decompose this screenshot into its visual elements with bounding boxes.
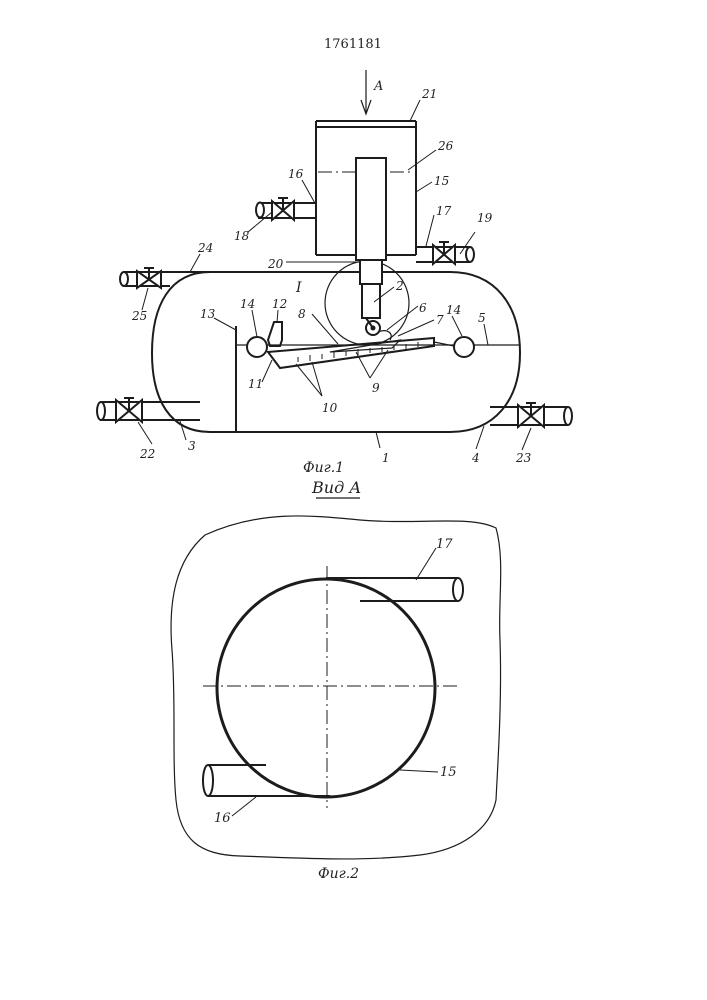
fig2-caption: Фиг.2: [318, 866, 359, 882]
leader-16: [232, 797, 256, 816]
label-23: 23: [515, 451, 532, 465]
label-18: 18: [234, 229, 250, 243]
label-12: 12: [272, 297, 287, 311]
pipe-3: [97, 398, 200, 422]
label-22: 22: [139, 447, 155, 461]
label-14-right: 14: [446, 303, 461, 317]
fig2-drawing: 17 15 16 Фиг.2: [171, 516, 501, 882]
patent-number: 1761181: [324, 37, 382, 52]
label-24: 24: [197, 241, 213, 255]
label-2: 2: [395, 279, 404, 293]
label-6: 6: [419, 301, 427, 315]
pipe-16: [256, 198, 316, 220]
pipe-24: [120, 268, 210, 288]
breakout-outline: [171, 516, 501, 859]
fig1-drawing: A: [97, 70, 572, 476]
float-14-left: [247, 337, 267, 357]
label-14-left: 14: [240, 297, 255, 311]
label-11: 11: [248, 377, 263, 391]
label-10: 10: [322, 401, 338, 415]
rod-2: [356, 158, 386, 328]
leader-17: [416, 548, 436, 580]
detail-label-I: I: [295, 280, 302, 296]
view-a-title: Вид А: [311, 478, 361, 497]
label-26: 26: [437, 139, 454, 153]
label-9: 9: [372, 381, 380, 395]
label-4: 4: [471, 451, 480, 465]
pipe-17: [416, 242, 474, 264]
label-17: 17: [436, 204, 452, 218]
view-arrow-label: A: [373, 79, 383, 94]
fig1-caption: Фиг.1: [303, 460, 344, 476]
label-19: 19: [477, 211, 493, 225]
cylinder-15-top-view: [217, 579, 435, 797]
float-14-right: [454, 337, 474, 357]
fig2-label-15: 15: [440, 765, 457, 780]
arm-12: [268, 322, 282, 346]
label-1: 1: [382, 451, 390, 465]
label-16: 16: [288, 167, 304, 181]
label-20: 20: [267, 257, 284, 271]
label-3: 3: [188, 439, 196, 453]
label-5: 5: [478, 311, 486, 325]
fig2-label-17: 17: [436, 537, 453, 552]
label-15: 15: [434, 174, 449, 188]
label-21: 21: [421, 87, 437, 101]
label-13: 13: [200, 307, 216, 321]
label-25: 25: [131, 309, 147, 323]
label-8: 8: [298, 307, 306, 321]
view-arrow: A: [361, 70, 383, 114]
pipe-4: [490, 403, 572, 427]
leader-15: [400, 770, 438, 772]
fig2-label-16: 16: [214, 811, 231, 826]
label-7: 7: [436, 313, 444, 327]
scale-plate-11: [268, 338, 454, 368]
